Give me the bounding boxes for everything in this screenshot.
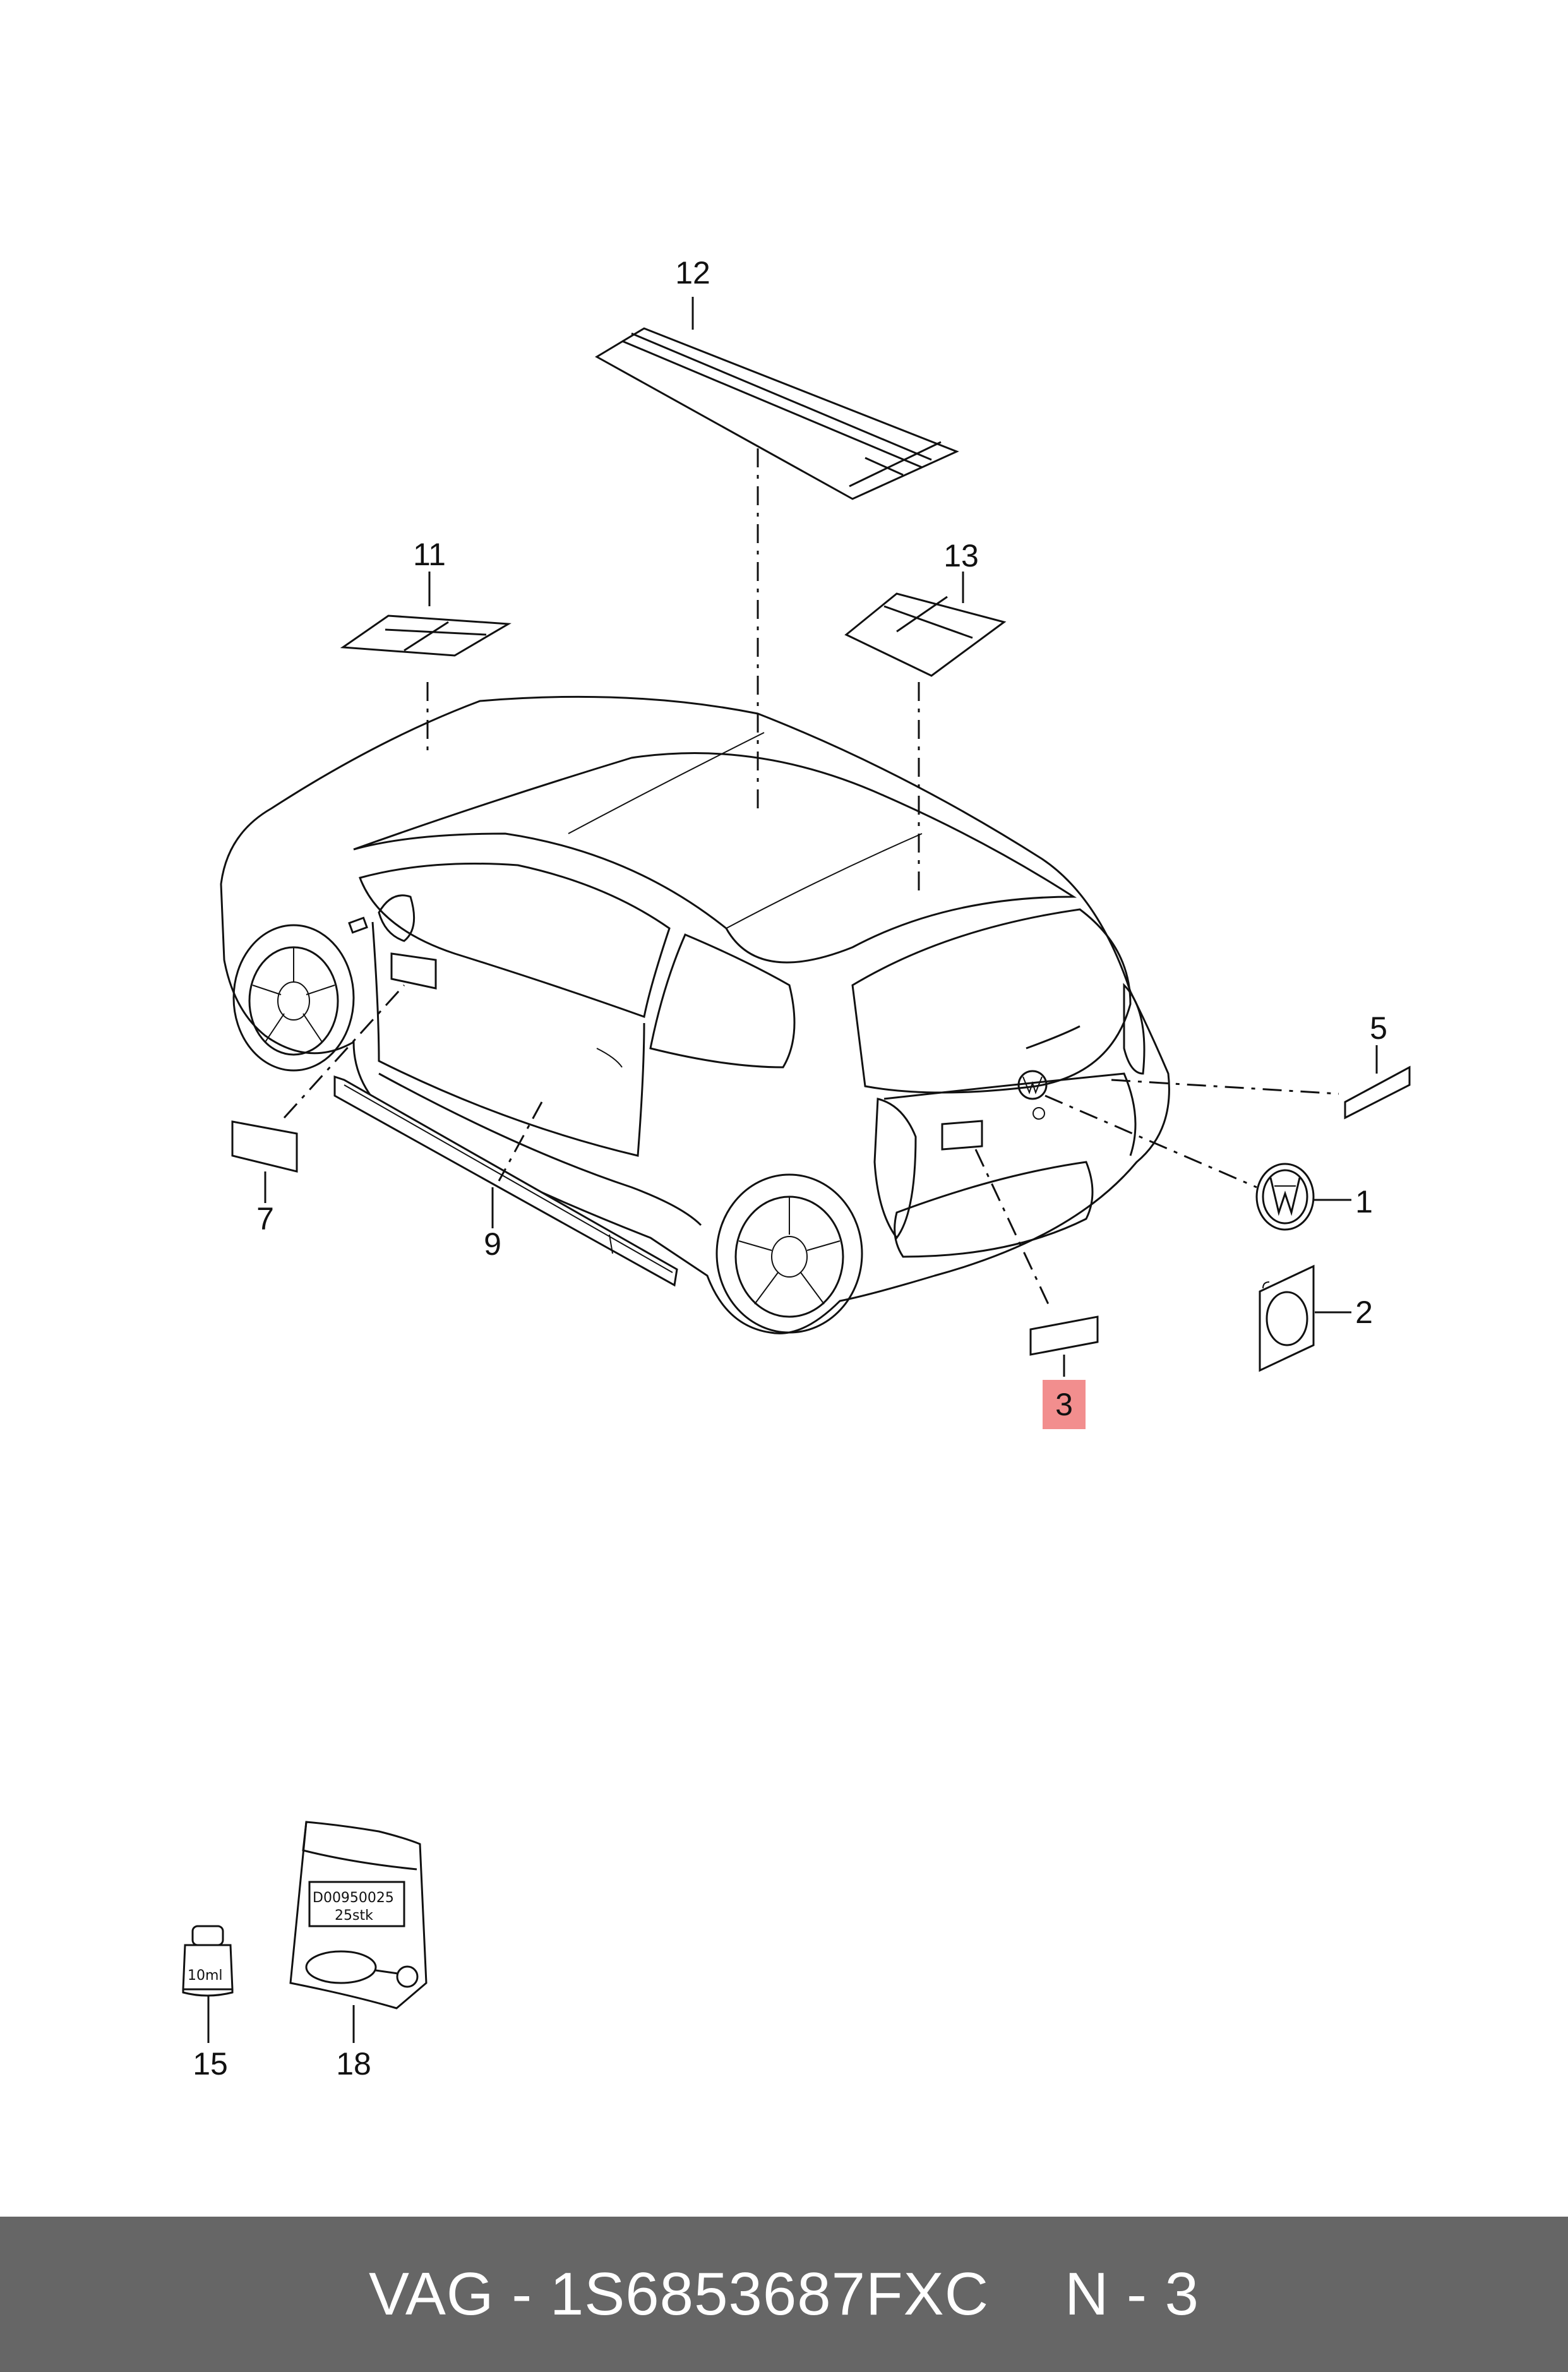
car-body (220, 695, 1170, 1334)
bottle-15: 10ml (182, 1925, 234, 1997)
footer-page: N - 3 (1065, 2260, 1200, 2328)
callout-1: 1 (1355, 1184, 1373, 1219)
footer-part-number: VAG - 1S6853687FXC (368, 2260, 990, 2328)
package-code: D00950025 (313, 1890, 394, 1906)
callout-12: 12 (675, 255, 710, 291)
side-strip-9 (333, 1075, 678, 1287)
rear-roof-decal-13 (844, 592, 1007, 677)
callout-5: 5 (1370, 1010, 1387, 1046)
callout-7: 7 (256, 1201, 274, 1237)
callout-18: 18 (336, 2046, 371, 2081)
parts-diagram: 10ml D00950025 25stk (182, 297, 1411, 2043)
rear-wheel (715, 1173, 863, 1334)
front-wheel (232, 924, 355, 1072)
callout-2: 2 (1355, 1295, 1373, 1330)
license-decal-3 (1029, 1315, 1099, 1356)
callout-11: 11 (413, 537, 446, 572)
package-18: D00950025 25stk (289, 1821, 428, 2010)
callout-13: 13 (943, 538, 979, 573)
bottle-label: 10ml (188, 1968, 223, 1984)
rear-strip-5 (1344, 1065, 1411, 1120)
vw-emblem-1 (1255, 1163, 1315, 1231)
hood-decal-11 (340, 614, 512, 657)
footer-bar: VAG - 1S6853687FXC N - 3 (0, 2217, 1568, 2372)
door-decal-7 (231, 1120, 298, 1173)
callout-3-highlighted: 3 (1043, 1380, 1086, 1429)
roof-decal-12 (595, 327, 959, 500)
emblem-gasket-2 (1259, 1264, 1315, 1372)
callout-15: 15 (193, 2046, 228, 2081)
callout-9: 9 (484, 1226, 501, 1262)
package-qty: 25stk (335, 1908, 373, 1924)
